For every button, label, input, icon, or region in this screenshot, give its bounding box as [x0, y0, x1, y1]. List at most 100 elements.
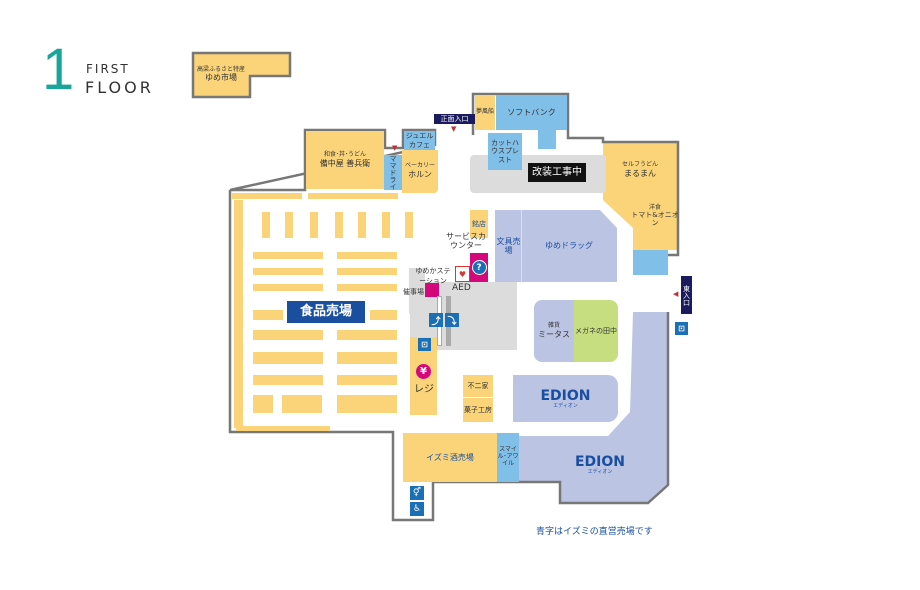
- shop-jewel-cafe[interactable]: ジュエルカフェ: [404, 131, 435, 150]
- shelf: [253, 252, 323, 259]
- shelf: [253, 268, 323, 275]
- escalator-icon: ⤴: [429, 313, 443, 327]
- shelf: [234, 200, 243, 428]
- bicchuya-name: 備中屋 善兵衛: [319, 158, 371, 168]
- shelf: [236, 426, 330, 431]
- aed-icon: ♥: [455, 266, 470, 282]
- shelf: [358, 212, 366, 238]
- shop-megane[interactable]: メガネの田中: [574, 300, 618, 362]
- shelf: [253, 352, 323, 364]
- floor-label-floor: FLOOR: [85, 78, 154, 97]
- shop-edion-small[interactable]: EDION エディオン: [513, 375, 618, 422]
- floor-number: 1: [42, 37, 75, 102]
- service-counter-icon[interactable]: ?: [470, 253, 488, 282]
- bicchuya-sub: 和食･丼･うどん: [323, 150, 366, 158]
- shop-stationery[interactable]: 文具売場: [496, 210, 522, 282]
- stairs-icon: ⤵: [445, 313, 459, 327]
- shelf: [337, 268, 397, 275]
- shelf: [262, 212, 270, 238]
- shop-edion-big[interactable]: EDION エディオン: [560, 450, 640, 480]
- shelf: [382, 212, 390, 238]
- outer-wall-bottom: [228, 190, 670, 522]
- shelf: [232, 193, 302, 199]
- shelf: [253, 310, 283, 320]
- softbank-ext: [538, 129, 556, 149]
- shop-mitasu[interactable]: 雑貨 ミータス: [534, 300, 574, 362]
- east-entrance-label[interactable]: 東入口: [681, 276, 692, 314]
- blue-area-east: [633, 250, 668, 275]
- marumann-sub: セルフうどん: [621, 160, 658, 168]
- marumann-name: まるまん: [624, 168, 656, 178]
- shelf: [405, 212, 413, 238]
- shop-izumi-sake[interactable]: イズミ酒売場: [403, 433, 497, 482]
- edion-kana: エディオン: [553, 402, 578, 409]
- shelf: [370, 310, 397, 320]
- entrance-marker-icon: ▼: [392, 144, 398, 152]
- yumeka-station-label: ゆめかステーション: [415, 267, 451, 285]
- edion-big-area: [519, 312, 668, 503]
- tomato-name: トマト&オニオン: [631, 211, 679, 228]
- shelf: [253, 284, 323, 291]
- shop-mama-dry[interactable]: ママドライ: [384, 155, 402, 190]
- shelf: [337, 252, 397, 259]
- shop-yume-drug[interactable]: ゆめドラッグ: [545, 241, 593, 250]
- shelf: [285, 212, 293, 238]
- yen-icon: ¥: [416, 364, 431, 379]
- shop-cut-house[interactable]: カットハウスプレスト: [488, 133, 522, 170]
- aed-label: AED: [452, 283, 471, 293]
- bakery-sub: ベーカリー: [404, 162, 435, 170]
- yume-drug-area: [495, 210, 617, 282]
- east-entrance-arrow-icon: ◀: [673, 290, 679, 298]
- east-entrance-text: 東入口: [682, 284, 691, 306]
- shop-fujiya[interactable]: 不二家: [463, 375, 493, 398]
- shelf: [253, 330, 323, 340]
- food-area-label[interactable]: 食品売場: [287, 301, 365, 323]
- atm-icon: ⊡: [418, 338, 431, 351]
- tomato-sub: 洋食: [648, 203, 661, 211]
- renovation-label: 改装工事中: [528, 163, 586, 182]
- event-label: 催事場: [403, 288, 424, 296]
- restroom-icon: ⚥: [410, 486, 424, 500]
- yume-ichiba-name: ゆめ市場: [205, 73, 237, 82]
- shelf: [337, 284, 397, 291]
- event-gray-area: [409, 268, 425, 314]
- shop-bicchuya[interactable]: 和食･丼･うどん 備中屋 善兵衛: [306, 131, 384, 189]
- shelf: [335, 212, 343, 238]
- outer-wall: [229, 128, 437, 192]
- mitasu-name: ミータス: [538, 329, 570, 339]
- yumeka-station-icon: [425, 283, 439, 297]
- shelf: [337, 395, 397, 413]
- shelf: [308, 193, 398, 199]
- service-counter-label: サービスカウンター: [446, 232, 486, 251]
- floor-label-first: FIRST: [86, 62, 130, 76]
- shop-tomato-onion[interactable]: 洋食 トマト&オニオン: [630, 203, 680, 229]
- mitasu-sub: 雑貨: [547, 321, 560, 329]
- shop-smile-awile[interactable]: スマイル･アワイル: [497, 433, 519, 482]
- accessible-restroom-icon: ♿: [410, 502, 424, 516]
- shop-softbank[interactable]: ソフトバンク: [496, 95, 567, 130]
- front-entrance-label[interactable]: 正面入口: [434, 114, 475, 124]
- shop-yumefusen[interactable]: 夢風船: [475, 95, 495, 130]
- outer-wall-right: [471, 92, 680, 257]
- shelf: [282, 395, 322, 413]
- shelf: [337, 330, 397, 340]
- bakery-name: ホルン: [408, 170, 432, 180]
- shop-marumann[interactable]: セルフうどん まるまん: [610, 150, 670, 190]
- shelf: [337, 375, 397, 385]
- shelf: [253, 375, 323, 385]
- front-entrance-arrow-icon: ▼: [451, 125, 457, 133]
- shop-kashi-kobo[interactable]: 菓子工房: [463, 398, 493, 422]
- shelf: [337, 352, 397, 364]
- yume-ichiba-sub: 高梁ふるさと特産: [197, 66, 246, 73]
- edion-logo: EDION: [574, 454, 625, 471]
- shop-bakery[interactable]: ベーカリー ホルン: [402, 150, 438, 193]
- footnote: 青字はイズミの直営売場です: [536, 527, 653, 537]
- atm-icon: ⊡: [675, 322, 688, 335]
- edion-kana: エディオン: [587, 469, 613, 476]
- shelf: [310, 212, 318, 238]
- shop-meiten[interactable]: 銘店: [470, 210, 488, 238]
- edion-logo: EDION: [540, 387, 591, 404]
- register-label: レジ: [414, 384, 434, 395]
- question-icon: ?: [471, 260, 487, 275]
